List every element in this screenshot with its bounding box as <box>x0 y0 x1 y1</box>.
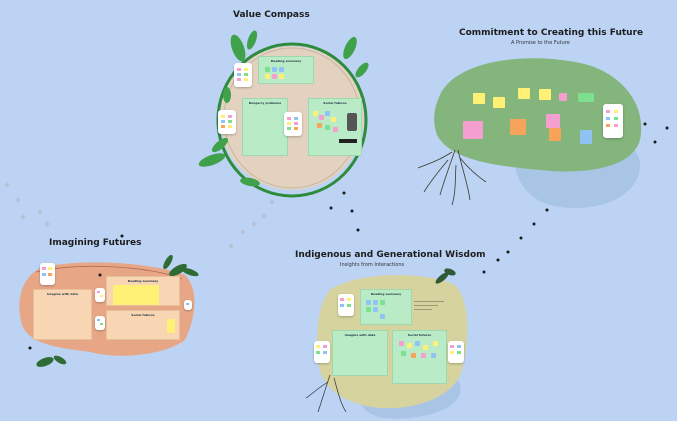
indigenous-title: Indigenous and Generational Wisdom <box>295 250 486 260</box>
frame-label: Social futures <box>323 101 347 105</box>
sticky-note[interactable] <box>373 307 378 312</box>
note-card[interactable] <box>95 288 105 302</box>
sticky-note[interactable] <box>279 67 284 72</box>
indigenous-leaves <box>435 268 456 284</box>
note-card[interactable] <box>40 263 55 285</box>
frame-label: Imagine with data <box>344 333 376 337</box>
sticky-note[interactable] <box>578 93 594 102</box>
sticky-note[interactable] <box>380 300 385 305</box>
sticky-note[interactable] <box>539 89 551 100</box>
paw-prints <box>28 122 669 350</box>
sticky-note[interactable] <box>279 74 284 79</box>
sticky-note[interactable] <box>415 341 420 346</box>
sticky-note[interactable] <box>366 300 371 305</box>
sticky-note[interactable] <box>272 74 277 79</box>
vc-frame-boogerry-problems[interactable]: Boogerry problems <box>242 98 288 156</box>
imagining-leaves <box>36 254 199 367</box>
note-card[interactable] <box>448 341 464 363</box>
sticky-note[interactable] <box>325 125 330 130</box>
commitment-roots <box>417 149 487 206</box>
compass-leaves <box>198 30 369 187</box>
frame-label: Social futures <box>407 333 432 337</box>
sticky-note[interactable] <box>380 314 385 319</box>
sticky-note[interactable] <box>265 74 270 79</box>
sticky-note[interactable] <box>549 128 561 141</box>
note-card[interactable] <box>234 63 252 87</box>
sticky-note[interactable] <box>493 97 505 108</box>
if-frame-reading-summary[interactable]: Reading summary <box>106 276 180 306</box>
value-compass-title: Value Compass <box>233 10 310 20</box>
sticky-note[interactable] <box>407 343 412 348</box>
commitment-title: Commitment to Creating this Future <box>459 28 644 38</box>
frame-label: Boogerry problems <box>248 101 282 105</box>
note-card[interactable] <box>603 104 623 138</box>
frame-label: Reading summary <box>270 59 302 63</box>
note-card[interactable] <box>184 300 192 310</box>
sticky-note[interactable] <box>433 341 438 346</box>
sticky-note[interactable] <box>473 93 485 104</box>
sticky-note[interactable] <box>167 319 175 333</box>
sticky-note[interactable] <box>331 117 336 122</box>
sticky-note[interactable] <box>313 111 318 116</box>
frame-label: Imagine with data <box>47 292 78 296</box>
sticky-note[interactable] <box>431 353 436 358</box>
iw-frame-reading-summary[interactable]: Reading summary <box>360 289 412 325</box>
sticky-note[interactable] <box>546 114 560 128</box>
if-frame-imagine-with-data[interactable]: Imagine with data <box>33 289 92 340</box>
frame-label: Reading summary <box>370 292 402 296</box>
indigenous-roots <box>305 374 347 413</box>
iw-frame-imagine-with-data[interactable]: Imagine with data <box>332 330 388 376</box>
sticky-note[interactable] <box>463 121 483 139</box>
sticky-note[interactable] <box>272 67 277 72</box>
frame-label: Social futures <box>131 313 155 317</box>
if-frame-social-futures[interactable]: Social futures <box>106 310 180 340</box>
note-card[interactable] <box>218 110 236 134</box>
sticky-cluster[interactable] <box>113 285 159 305</box>
note-card[interactable] <box>314 341 330 363</box>
sticky-note[interactable] <box>580 130 592 144</box>
sticky-note[interactable] <box>265 67 270 72</box>
sticky-note[interactable] <box>423 345 428 350</box>
commitment-subtitle: A Promise to the Future <box>511 40 570 46</box>
note-card[interactable] <box>284 112 302 136</box>
text-lines <box>414 298 444 318</box>
sticky-note[interactable] <box>333 127 338 132</box>
sticky-note[interactable] <box>366 307 371 312</box>
sticky-note[interactable] <box>373 300 378 305</box>
vc-frame-social-futures[interactable]: Social futures <box>308 98 362 156</box>
sticky-note[interactable] <box>518 88 530 99</box>
sticky-note[interactable] <box>411 353 416 358</box>
vc-frame-reading-summary[interactable]: Reading summary <box>258 56 314 84</box>
sticky-note[interactable] <box>325 111 330 116</box>
sticky-note[interactable] <box>421 353 426 358</box>
frame-label: Reading summary <box>127 279 159 283</box>
note-card[interactable] <box>95 316 105 330</box>
sticky-note[interactable] <box>317 123 322 128</box>
sticky-note[interactable] <box>399 341 404 346</box>
sticky-note[interactable] <box>510 119 526 135</box>
phone-image[interactable] <box>347 113 357 131</box>
sticky-note[interactable] <box>559 93 567 101</box>
note-card[interactable] <box>338 294 354 316</box>
sticky-note[interactable] <box>319 115 324 120</box>
iw-frame-social-futures[interactable]: Social futures <box>392 330 447 384</box>
sticky-note[interactable] <box>401 351 406 356</box>
black-label-strip <box>339 139 357 143</box>
indigenous-subtitle: Insights from Interactions <box>340 262 405 268</box>
imagining-title: Imagining Futures <box>49 238 142 248</box>
